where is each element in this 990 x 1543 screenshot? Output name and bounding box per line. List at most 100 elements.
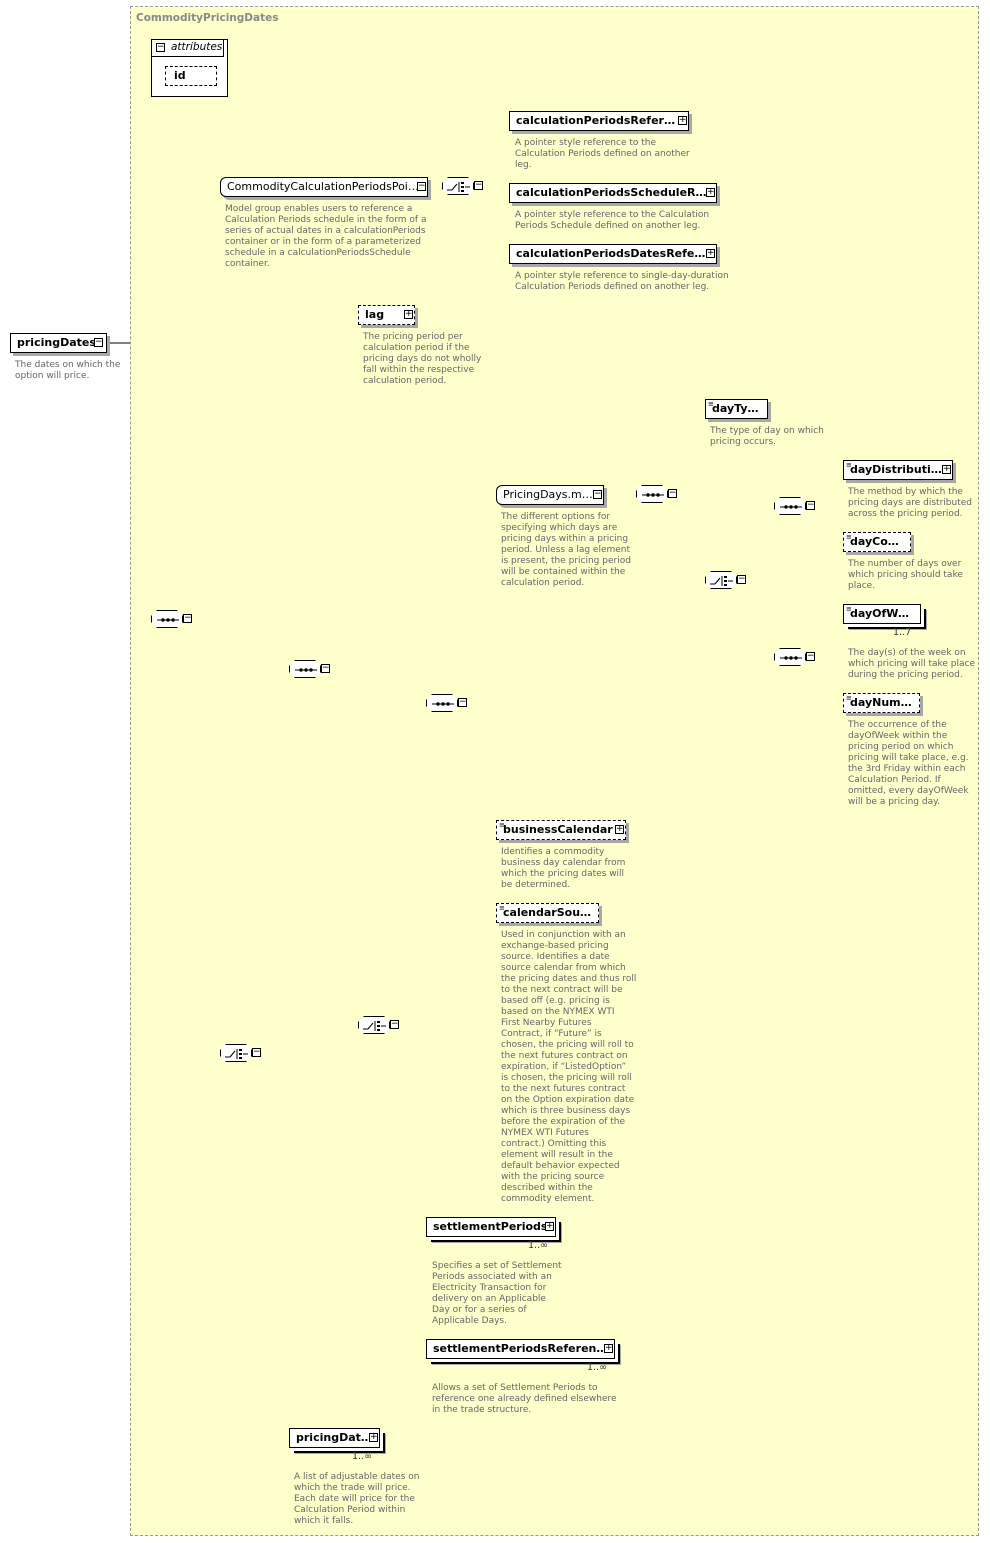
choice-compositor[interactable]: [358, 1016, 390, 1034]
calendarSource-element[interactable]: calendarSource: [496, 903, 599, 923]
settlementPeriodsReference-element[interactable]: settlementPeriodsReference: [426, 1339, 615, 1359]
pricingDatesChild-label: pricingDates: [296, 1431, 375, 1444]
doc-line: the 3rd Friday within each: [848, 764, 966, 774]
pdm-element[interactable]: PricingDays.model: [496, 485, 604, 505]
cpsr-element[interactable]: calculationPeriodsScheduleRef...: [509, 183, 717, 203]
doc-line: calculation period.: [501, 578, 585, 588]
doc-line: source calendar from which: [501, 963, 626, 973]
doc-line: element will result in the: [501, 1150, 613, 1160]
sequence-compositor[interactable]: [774, 648, 806, 666]
dayOfWeek-element[interactable]: dayOfWeek: [843, 604, 921, 624]
doc-line: The number of days over: [848, 559, 962, 569]
doc-line: option will price.: [15, 371, 90, 381]
calc_group-documentation: Model group enables users to reference a…: [225, 204, 426, 270]
sequence-compositor[interactable]: [774, 497, 806, 515]
cpsr-toggle[interactable]: +: [706, 187, 715, 197]
lag-element[interactable]: lag: [358, 305, 415, 325]
doc-line: to the next contract will be: [501, 985, 623, 995]
sequence-compositor[interactable]: [636, 485, 668, 503]
dayNumber-element[interactable]: dayNumber: [843, 693, 920, 713]
doc-line: Used in conjunction with an: [501, 930, 626, 940]
sequence-compositor[interactable]: [426, 694, 458, 712]
doc-line: A list of adjustable dates on: [294, 1472, 420, 1482]
compositor-toggle[interactable]: −: [668, 488, 677, 498]
root-toggle[interactable]: −: [94, 337, 103, 347]
choice-compositor[interactable]: [220, 1044, 252, 1062]
lag-toggle[interactable]: +: [404, 309, 413, 319]
dayDistribution-toggle[interactable]: +: [942, 464, 951, 474]
choice-compositor[interactable]: [442, 177, 474, 195]
settlementPeriodsReference-toggle[interactable]: +: [604, 1343, 613, 1353]
pricingDatesChild-element[interactable]: pricingDates: [289, 1428, 380, 1448]
dayType-element[interactable]: dayType: [705, 399, 768, 419]
doc-line: pricing days within a pricing: [501, 534, 629, 544]
doc-line: on the Option expiration date: [501, 1095, 635, 1105]
simple-type-icon: ≡: [846, 461, 852, 469]
dayDistribution-element[interactable]: dayDistribution: [843, 460, 953, 480]
doc-line: described within the: [501, 1183, 593, 1193]
pdm-label: PricingDays.model: [503, 488, 604, 501]
doc-line: expiration, if “ListedOption”: [501, 1062, 627, 1072]
cpr-toggle[interactable]: +: [678, 115, 687, 125]
compositor-toggle[interactable]: −: [252, 1047, 261, 1057]
calc_group-element[interactable]: CommodityCalculationPeriodsPointer....: [220, 177, 428, 197]
sequence-compositor[interactable]: [289, 660, 321, 678]
settlementPeriods-element[interactable]: settlementPeriods: [426, 1217, 556, 1237]
doc-line: across the pricing period.: [848, 509, 963, 519]
doc-line: exchange-based pricing: [501, 941, 609, 951]
compositor-toggle[interactable]: −: [321, 663, 330, 673]
compositor-toggle[interactable]: −: [458, 697, 467, 707]
sequence-compositor[interactable]: [151, 610, 183, 628]
cpr-element[interactable]: calculationPeriodsReference: [509, 111, 689, 131]
pricingdates-root-element[interactable]: pricingDates: [10, 333, 107, 353]
compositor-toggle[interactable]: −: [806, 500, 815, 510]
doc-line: schedule in a calculationPeriodsSchedule: [225, 248, 411, 258]
doc-line: is chosen, the pricing will roll: [501, 1073, 632, 1083]
choice-icon: [363, 1021, 386, 1031]
sequence-icon: [432, 702, 454, 706]
dayCount-element[interactable]: dayCount: [843, 532, 911, 552]
doc-line: Calculation Periods defined on another l…: [515, 282, 710, 292]
businessCalendar-element[interactable]: businessCalendar: [496, 820, 626, 840]
choice-compositor[interactable]: [705, 571, 737, 589]
compositor-toggle[interactable]: −: [474, 180, 483, 190]
doc-line: the next futures contract on: [501, 1051, 628, 1061]
compositor-toggle[interactable]: −: [737, 574, 746, 584]
doc-line: NYMEX WTI Futures: [501, 1128, 589, 1138]
compositor-toggle[interactable]: −: [183, 613, 192, 623]
doc-line: Identifies a commodity: [501, 847, 605, 857]
doc-line: place.: [848, 581, 876, 591]
attribute-id[interactable]: id: [165, 66, 217, 86]
cpdr-element[interactable]: calculationPeriodsDatesRefere...: [509, 244, 717, 264]
doc-line: Allows a set of Settlement Periods to: [432, 1383, 598, 1393]
doc-line: The day(s) of the week on: [848, 648, 966, 658]
cpdr-toggle[interactable]: +: [706, 248, 715, 258]
cpr-label: calculationPeriodsReference: [516, 114, 689, 127]
sequence-icon: [780, 505, 802, 509]
settlementPeriods-cardinality: 1..∞: [528, 1240, 548, 1251]
settlementPeriodsReference-label: settlementPeriodsReference: [433, 1342, 611, 1355]
pricingDatesChild-toggle[interactable]: +: [369, 1432, 378, 1442]
settlementPeriods-toggle[interactable]: +: [545, 1221, 554, 1231]
attributes-toggle[interactable]: −: [156, 42, 165, 52]
doc-line: The pricing period per: [363, 332, 463, 342]
businessCalendar-toggle[interactable]: +: [615, 824, 624, 834]
doc-line: fall within the respective: [363, 365, 475, 375]
cpdr-documentation: A pointer style reference to single-day-…: [515, 271, 729, 293]
dayCount-label: dayCount: [850, 535, 909, 548]
pdm-toggle[interactable]: −: [593, 489, 602, 499]
calc_group-toggle[interactable]: −: [417, 181, 426, 191]
doc-line: which is three business days: [501, 1106, 631, 1116]
compositor-toggle[interactable]: −: [390, 1019, 399, 1029]
doc-line: A pointer style reference to single-day-…: [515, 271, 729, 281]
compositor-toggle[interactable]: −: [806, 651, 815, 661]
doc-line: Specifies a set of Settlement: [432, 1261, 562, 1271]
attributes-tab[interactable]: [151, 39, 224, 57]
